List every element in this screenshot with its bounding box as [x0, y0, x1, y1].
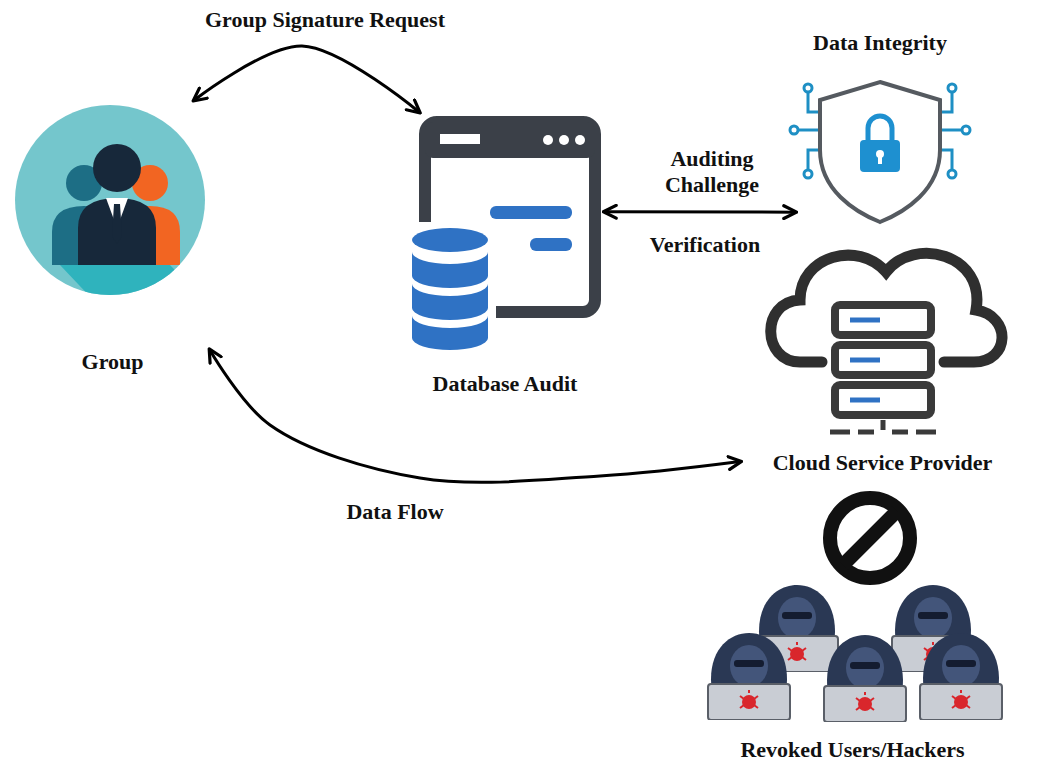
edge-label: Data Flow — [343, 499, 446, 525]
person-center — [93, 144, 141, 192]
hacker-figure — [920, 633, 1002, 720]
window-dot — [575, 135, 585, 145]
connector-arrow — [194, 46, 419, 112]
server-base — [830, 420, 936, 432]
prohibition-sign — [830, 498, 910, 578]
person-center-body — [78, 198, 156, 265]
hackers-illustration — [708, 585, 1002, 722]
content-bar — [490, 206, 572, 219]
tie — [112, 204, 122, 244]
icon-node: Group — [15, 100, 210, 375]
window-dot — [559, 135, 569, 145]
db-disk — [412, 284, 488, 320]
content-bar — [530, 238, 572, 251]
edge-label: Group Signature Request — [202, 7, 448, 33]
window-bar — [425, 122, 595, 158]
server-unit — [835, 385, 931, 415]
node-label: Group — [15, 349, 210, 375]
server-unit — [835, 305, 931, 335]
window-title-bar — [440, 134, 480, 144]
icon-node: Database Audit — [405, 112, 605, 397]
icon-node: Revoked Users/Hackers — [690, 575, 1015, 763]
node-label: Data Integrity — [795, 30, 965, 56]
long-shadow — [60, 265, 260, 360]
db-top — [412, 228, 488, 252]
connector-arrow — [605, 210, 795, 213]
icon-node: Cloud Service Provider — [740, 236, 1025, 476]
server-lights — [850, 320, 880, 400]
edge-label: Auditing Challenge — [639, 146, 785, 199]
group-icon — [15, 105, 260, 360]
cloud-icon — [771, 253, 1002, 432]
connector-arrow — [210, 350, 740, 482]
server-unit — [835, 345, 931, 375]
node-label: Cloud Service Provider — [740, 450, 1025, 476]
hacker-figure — [708, 633, 790, 720]
db-disk — [412, 252, 488, 288]
lock-body — [860, 140, 900, 172]
prohibition-bar — [843, 511, 897, 565]
db-ground — [404, 222, 496, 352]
database-audit-icon — [404, 122, 595, 352]
hacker-figure — [824, 635, 906, 722]
shield — [820, 82, 940, 222]
free-label: Verification — [647, 232, 763, 258]
node-label: Revoked Users/Hackers — [690, 737, 1015, 763]
window-dot — [543, 135, 553, 145]
keyhole — [878, 155, 882, 164]
icon-node: Data Integrity — [795, 30, 965, 228]
node-label: Database Audit — [405, 371, 605, 397]
db-disk — [412, 316, 488, 350]
lock-shackle — [868, 116, 892, 142]
shield-icon — [790, 82, 970, 222]
prohibition-ring — [830, 498, 910, 578]
